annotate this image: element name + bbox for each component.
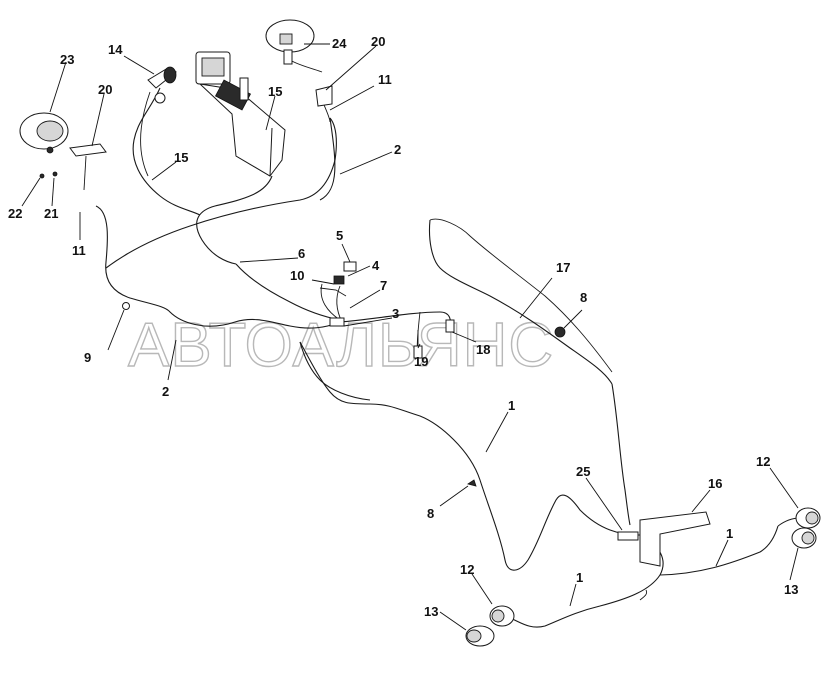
- callout-1-bottom: 1: [576, 570, 583, 585]
- callout-20-left: 20: [98, 82, 112, 97]
- mounting-plate-16: [639, 511, 711, 567]
- callout-17: 17: [556, 260, 570, 275]
- callout-2-bottom: 2: [162, 384, 169, 399]
- joystick-handle-14: [147, 66, 177, 104]
- callout-9: 9: [84, 350, 91, 365]
- callout-labels: 23 14 24 20 20 11 15 15 2 22 21 11 5 6 4…: [8, 34, 798, 619]
- callout-12-left: 12: [460, 562, 474, 577]
- harness-wires: [95, 59, 801, 628]
- callout-11-top: 11: [378, 72, 392, 87]
- callout-1-right: 1: [726, 526, 733, 541]
- connector-6: [333, 275, 345, 285]
- work-light-24: [265, 19, 315, 65]
- callout-8-right: 8: [580, 290, 587, 305]
- callout-25: 25: [576, 464, 590, 479]
- callout-10: 10: [290, 268, 304, 283]
- connector-3: [329, 317, 345, 327]
- callout-2-top: 2: [394, 142, 401, 157]
- clip-8-bottom: [467, 479, 477, 487]
- light-12-right: [795, 507, 821, 529]
- callout-15-console: 15: [268, 84, 282, 99]
- callout-3: 3: [392, 306, 399, 321]
- callout-24: 24: [332, 36, 347, 51]
- callout-5: 5: [336, 228, 343, 243]
- grommet-9: [122, 302, 130, 310]
- callout-19: 19: [414, 354, 428, 369]
- callout-15-wire: 15: [174, 150, 188, 165]
- work-light-23: [19, 112, 107, 191]
- callout-23: 23: [60, 52, 74, 67]
- callout-18: 18: [476, 342, 490, 357]
- connector-10: [319, 287, 347, 297]
- control-console-15: [195, 51, 286, 177]
- relay-25: [617, 531, 639, 541]
- screw-22-21: [39, 171, 58, 179]
- callout-6: 6: [298, 246, 305, 261]
- callout-21: 21: [44, 206, 58, 221]
- callout-11-left: 11: [72, 243, 86, 258]
- connector-5: [343, 261, 357, 272]
- callout-4: 4: [372, 258, 380, 273]
- callout-13-right: 13: [784, 582, 798, 597]
- clip-8-right: [554, 326, 566, 338]
- light-13-right: [791, 527, 817, 549]
- callout-20-top: 20: [371, 34, 385, 49]
- callout-13-left: 13: [424, 604, 438, 619]
- callout-14: 14: [108, 42, 123, 57]
- callout-8-bottom: 8: [427, 506, 434, 521]
- callout-1-center: 1: [508, 398, 515, 413]
- leader-lines: [21, 43, 799, 631]
- light-12-left: [489, 605, 515, 627]
- callout-22: 22: [8, 206, 22, 221]
- callout-16: 16: [708, 476, 722, 491]
- callout-12-right: 12: [756, 454, 770, 469]
- light-13-left: [465, 625, 495, 647]
- callout-7: 7: [380, 278, 387, 293]
- bracket-20: [315, 85, 333, 107]
